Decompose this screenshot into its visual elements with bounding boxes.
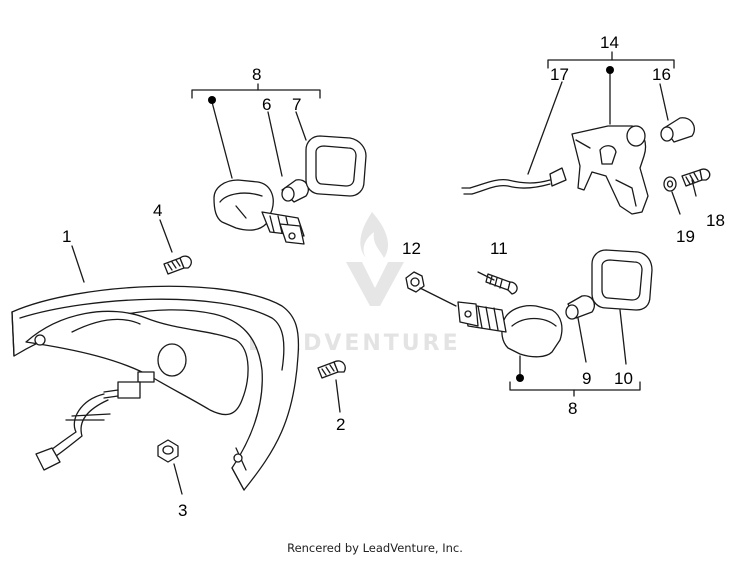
callout-11: 11 (490, 239, 508, 258)
callout-12: 12 (402, 239, 421, 258)
reference-dot-14 (606, 66, 614, 74)
lens-7 (305, 135, 367, 197)
nut-3 (157, 439, 179, 463)
turn-signal-body-top (213, 179, 305, 245)
washer-19 (663, 176, 677, 192)
callout-19: 19 (676, 227, 695, 246)
bulb-16 (660, 117, 695, 143)
bracket-14 (527, 51, 697, 215)
screw-2 (317, 360, 346, 379)
reference-dot-bottom (516, 374, 524, 382)
reference-dot-top (208, 96, 216, 104)
bulb-6 (281, 179, 310, 203)
screw-4 (163, 255, 192, 275)
callout-9: 9 (582, 369, 591, 388)
callout-18: 18 (706, 211, 725, 230)
callout-6: 6 (262, 95, 271, 114)
wire-17 (461, 167, 567, 195)
mount-bracket-14 (571, 125, 649, 215)
callout-3: 3 (178, 501, 187, 520)
leader-lines-left (71, 219, 341, 495)
nut-12 (405, 271, 425, 293)
lamp-socket-wire (35, 371, 155, 471)
callout-10: 10 (614, 369, 633, 388)
bracket-8-bottom (419, 271, 641, 397)
callout-7: 7 (292, 95, 301, 114)
callout-14: 14 (600, 33, 619, 52)
bulb-9 (565, 295, 596, 320)
turn-signal-body-bottom (457, 301, 563, 358)
flame-logo (360, 212, 388, 258)
callout-8-top: 8 (252, 65, 261, 84)
callout-17: 17 (550, 65, 569, 84)
footer-credit: Rencered by LeadVenture, Inc. (287, 541, 463, 555)
callout-16: 16 (652, 65, 671, 84)
v-logo (346, 262, 404, 306)
bolt-11 (485, 273, 518, 295)
screw-18 (681, 168, 711, 187)
bracket-8-top (191, 83, 321, 179)
callout-2: 2 (336, 415, 345, 434)
tail-lamp-housing (11, 285, 300, 491)
callout-8-bottom: 8 (568, 399, 577, 418)
lens-10 (591, 249, 653, 311)
callout-1: 1 (62, 227, 71, 246)
callout-4: 4 (153, 201, 162, 220)
